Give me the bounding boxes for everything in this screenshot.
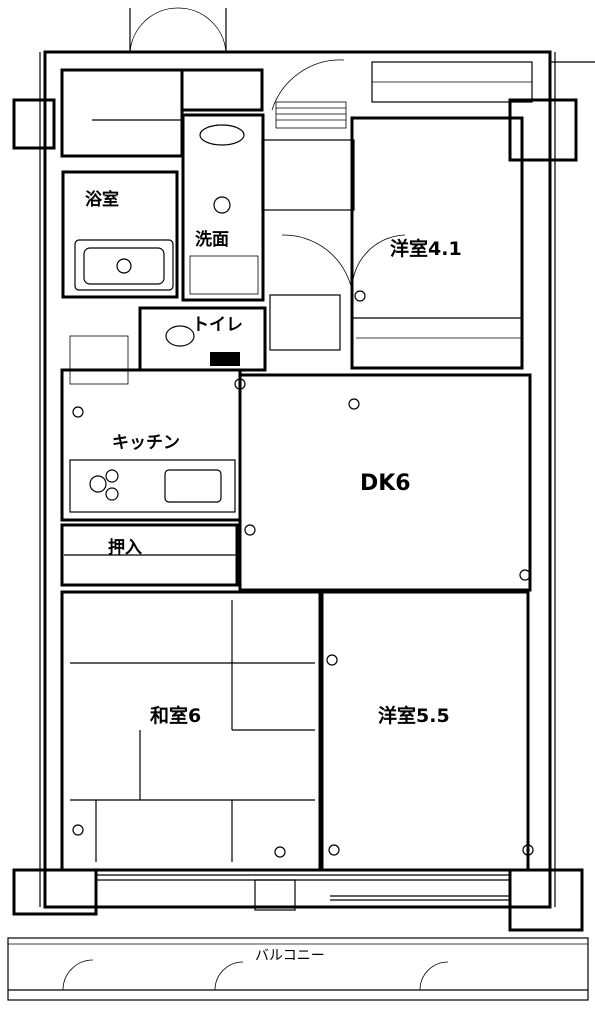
washroom-label: 洗面 <box>195 229 229 250</box>
outlet-symbols <box>72 290 534 858</box>
closet: 押入 <box>60 523 239 587</box>
bathroom: 浴室 <box>61 170 179 299</box>
toilet-label: トイレ <box>192 315 243 335</box>
western-room-1: 洋室4.1 <box>350 61 533 370</box>
closet-label: 押入 <box>108 537 142 558</box>
hallway <box>261 101 355 351</box>
balcony: バルコニー <box>7 937 589 1001</box>
toilet: トイレ <box>138 306 267 372</box>
western1-label: 洋室4.1 <box>390 237 462 260</box>
windows <box>96 874 510 911</box>
entrance-storage <box>60 7 345 158</box>
western-room-2: 洋室5.5 <box>320 590 530 872</box>
balcony-label: バルコニー <box>255 948 325 964</box>
western2-label: 洋室5.5 <box>378 704 450 727</box>
japanese-room: 和室6 <box>60 590 322 872</box>
kitchen-label: キッチン <box>112 433 180 453</box>
washroom: 洗面 <box>181 113 265 302</box>
dk-label: DK6 <box>360 471 411 496</box>
bath-label: 浴室 <box>85 189 119 210</box>
dining-kitchen: DK6 <box>238 373 532 592</box>
outer-walls <box>12 50 595 932</box>
japanese-label: 和室6 <box>150 704 201 727</box>
